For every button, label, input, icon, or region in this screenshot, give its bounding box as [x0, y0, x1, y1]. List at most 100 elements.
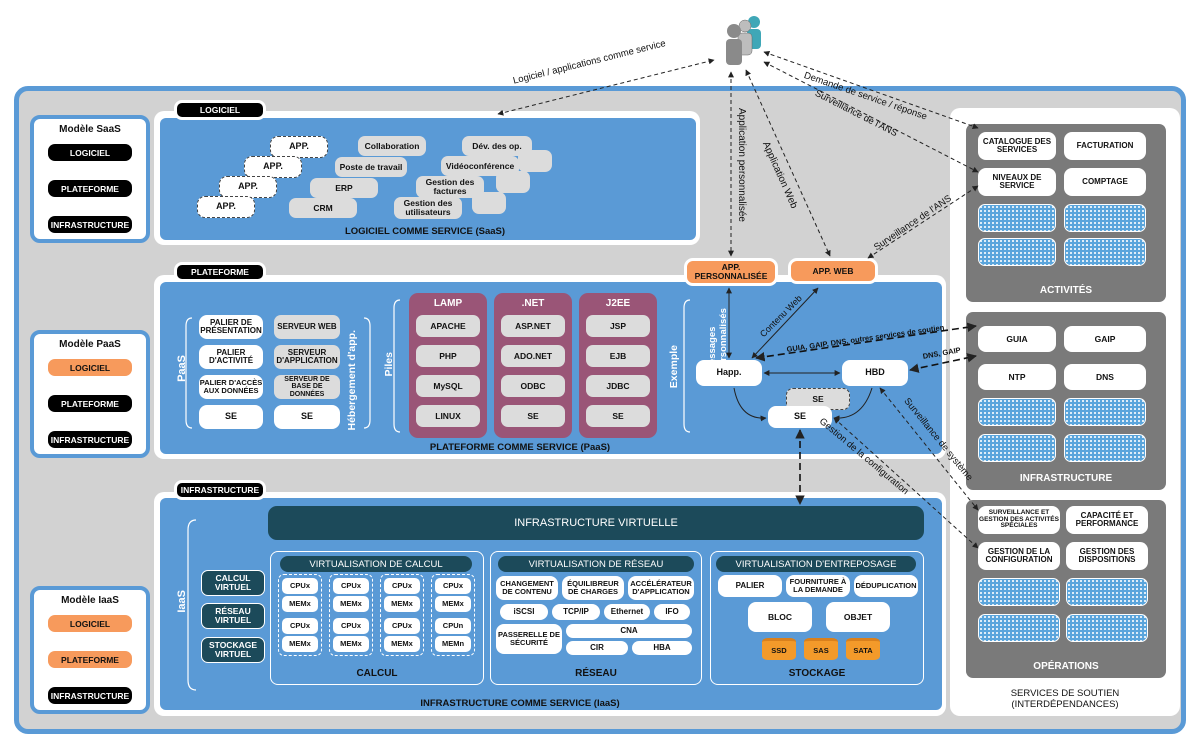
cpu-unit: CPUn	[435, 618, 471, 634]
stockage-virtuel: STOCKAGE VIRTUEL	[201, 637, 265, 663]
model-paas-logiciel: LOGICIEL	[48, 359, 132, 376]
stack-lamp-item: PHP	[416, 345, 480, 367]
stack-j2ee-item: JDBC	[586, 375, 650, 397]
model-saas-card: Modèle SaaS LOGICIEL PLATEFORME INFRASTR…	[30, 115, 150, 243]
stockage-title: VIRTUALISATION D'ENTREPOSAGE	[716, 556, 916, 572]
placeholder-tile	[978, 578, 1060, 606]
model-iaas-logiciel: LOGICIEL	[48, 615, 132, 632]
calcul-footer: CALCUL	[356, 667, 398, 679]
model-iaas-infrastructure: INFRASTRUCTURE	[48, 687, 132, 704]
cpu-unit: CPUx	[384, 618, 420, 634]
cpu-unit: CPUx	[282, 618, 318, 634]
disk-ssd-icon: SSD	[762, 638, 796, 660]
fourniture-demande: FOURNITURE À LA DEMANDE	[786, 575, 850, 597]
stack-net-item: ODBC	[501, 375, 565, 397]
stack-lamp-title: LAMP	[433, 297, 463, 309]
reseau-title: VIRTUALISATION DE RÉSEAU	[498, 556, 694, 572]
model-saas-plateforme: PLATEFORME	[48, 180, 132, 197]
activites-box: CATALOGUE DES SERVICES FACTURATION NIVEA…	[966, 124, 1166, 302]
support-footer: SERVICES DE SOUTIEN (INTERDÉPENDANCES)	[1010, 687, 1120, 710]
placeholder-tile	[978, 398, 1056, 426]
niveaux-service: NIVEAUX DE SERVICE	[978, 168, 1056, 196]
stack-net-item: SE	[501, 405, 565, 427]
hebergement-label: Hébergement d'app.	[346, 330, 358, 431]
stack-j2ee-item: SE	[586, 405, 650, 427]
model-saas-logiciel: LOGICIEL	[48, 144, 132, 161]
cpu-col: CPUx MEMx CPUn MEMn	[431, 574, 475, 656]
model-saas-title: Modèle SaaS	[59, 123, 121, 135]
passerelle-securite: PASSERELLE DE SÉCURITÉ	[496, 624, 562, 654]
label-app-perso-arrow: Application personnalisée	[736, 108, 747, 222]
bloc: BLOC	[748, 602, 812, 632]
paas-server-se: SE	[274, 405, 340, 429]
palier: PALIER	[718, 575, 782, 597]
placeholder-tile	[1064, 204, 1146, 232]
users-icon	[726, 16, 761, 65]
ifo: IFO	[654, 604, 690, 620]
paas-tag: PLATEFORME	[174, 262, 266, 282]
cpu-unit: CPUx	[333, 618, 369, 634]
activites-title: ACTIVITÉS	[1039, 284, 1093, 296]
saas-deco-block	[496, 171, 530, 193]
infrastructure-virtuelle: INFRASTRUCTURE VIRTUELLE	[268, 506, 924, 540]
reseau-virtuel: RÉSEAU VIRTUEL	[201, 603, 265, 629]
calcul-block	[270, 551, 484, 685]
mem-unit: MEMn	[435, 636, 471, 652]
paas-side-label: PaaS	[176, 355, 188, 382]
stack-j2ee-title: J2EE	[605, 297, 631, 309]
cir: CIR	[566, 641, 628, 655]
cpu-col: CPUx MEMx CPUx MEMx	[380, 574, 424, 656]
stack-lamp-item: LINUX	[416, 405, 480, 427]
capacite-performance: CAPACITÉ ET PERFORMANCE	[1066, 506, 1148, 534]
cpu-unit: CPUx	[435, 578, 471, 594]
cpu-unit: CPUx	[384, 578, 420, 594]
infrastructure-title: INFRASTRUCTURE	[1019, 472, 1113, 484]
saas-footer: LOGICIEL COMME SERVICE (SaaS)	[344, 225, 506, 237]
cpu-unit: CPUx	[282, 578, 318, 594]
gaip: GAIP	[1064, 326, 1146, 352]
paas-tier-presentation: PALIER DE PRÉSENTATION	[199, 315, 263, 339]
ethernet: Ethernet	[604, 604, 650, 620]
iaas-side-label: IaaS	[176, 590, 188, 613]
saas-tag: LOGICIEL	[174, 100, 266, 120]
stockage-footer: STOCKAGE	[788, 667, 846, 679]
saas-poste-travail: Poste de travail	[335, 157, 407, 177]
placeholder-tile	[978, 238, 1056, 266]
model-iaas-card: Modèle IaaS LOGICIEL PLATEFORME INFRASTR…	[30, 586, 150, 714]
placeholder-tile	[978, 614, 1060, 642]
mem-unit: MEMx	[384, 636, 420, 652]
mem-unit: MEMx	[333, 636, 369, 652]
se-node-front: SE	[768, 406, 832, 428]
dns: DNS	[1064, 364, 1146, 390]
stack-net-item: ADO.NET	[501, 345, 565, 367]
model-paas-plateforme: PLATEFORME	[48, 395, 132, 412]
placeholder-tile	[1064, 434, 1146, 462]
paas-serveur-bd: SERVEUR DE BASE DE DONNÉES	[274, 375, 340, 399]
paas-serveur-web: SERVEUR WEB	[274, 315, 340, 339]
calcul-virtuel: CALCUL VIRTUEL	[201, 570, 265, 596]
model-iaas-title: Modèle IaaS	[61, 594, 119, 606]
placeholder-tile	[1066, 614, 1148, 642]
catalogue-services: CATALOGUE DES SERVICES	[978, 132, 1056, 160]
cpu-unit: CPUx	[333, 578, 369, 594]
mem-unit: MEMx	[282, 596, 318, 612]
accelerateur-application: ACCÉLÉRATEUR D'APPLICATION	[628, 576, 694, 600]
stack-net-item: ASP.NET	[501, 315, 565, 337]
disk-sata-icon: SATA	[846, 638, 880, 660]
model-paas-title: Modèle PaaS	[59, 338, 121, 350]
placeholder-tile	[1064, 398, 1146, 426]
mem-unit: MEMx	[282, 636, 318, 652]
comptage: COMPTAGE	[1064, 168, 1146, 196]
cna: CNA	[566, 624, 692, 638]
cpu-col: CPUx MEMx CPUx MEMx	[278, 574, 322, 656]
deduplication: DÉDUPLICATION	[854, 575, 918, 597]
mem-unit: MEMx	[435, 596, 471, 612]
paas-footer: PLATEFORME COMME SERVICE (PaaS)	[429, 441, 611, 453]
stockage-block	[710, 551, 924, 685]
saas-app-3: APP.	[219, 176, 277, 198]
hba: HBA	[632, 641, 692, 655]
saas-erp: ERP	[310, 178, 378, 198]
cpu-col: CPUx MEMx CPUx MEMx	[329, 574, 373, 656]
guia: GUIA	[978, 326, 1056, 352]
saas-app-4: APP.	[197, 196, 255, 218]
